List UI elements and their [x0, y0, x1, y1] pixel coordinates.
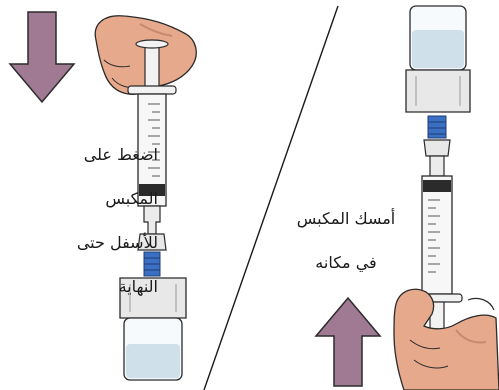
left-caption-line: اضغط على — [40, 144, 158, 166]
adapter-spring — [428, 116, 446, 138]
left-instruction-text: اضغط على المكبس للأسفل حتى النهاية — [40, 122, 158, 320]
left-caption-line: النهاية — [40, 276, 158, 298]
left-caption-line: للأسفل حتى — [40, 232, 158, 254]
left-caption-line: المكبس — [40, 188, 158, 210]
right-caption-line: في مكانه — [290, 252, 402, 274]
hand-holding-plunger — [394, 289, 499, 390]
push-down-arrow-icon — [10, 12, 74, 102]
right-instruction-text: أمسك المكبس في مكانه — [290, 186, 402, 296]
push-up-arrow-icon — [316, 298, 380, 386]
right-caption-line: أمسك المكبس — [290, 208, 402, 230]
vial-right-inverted — [406, 6, 470, 112]
